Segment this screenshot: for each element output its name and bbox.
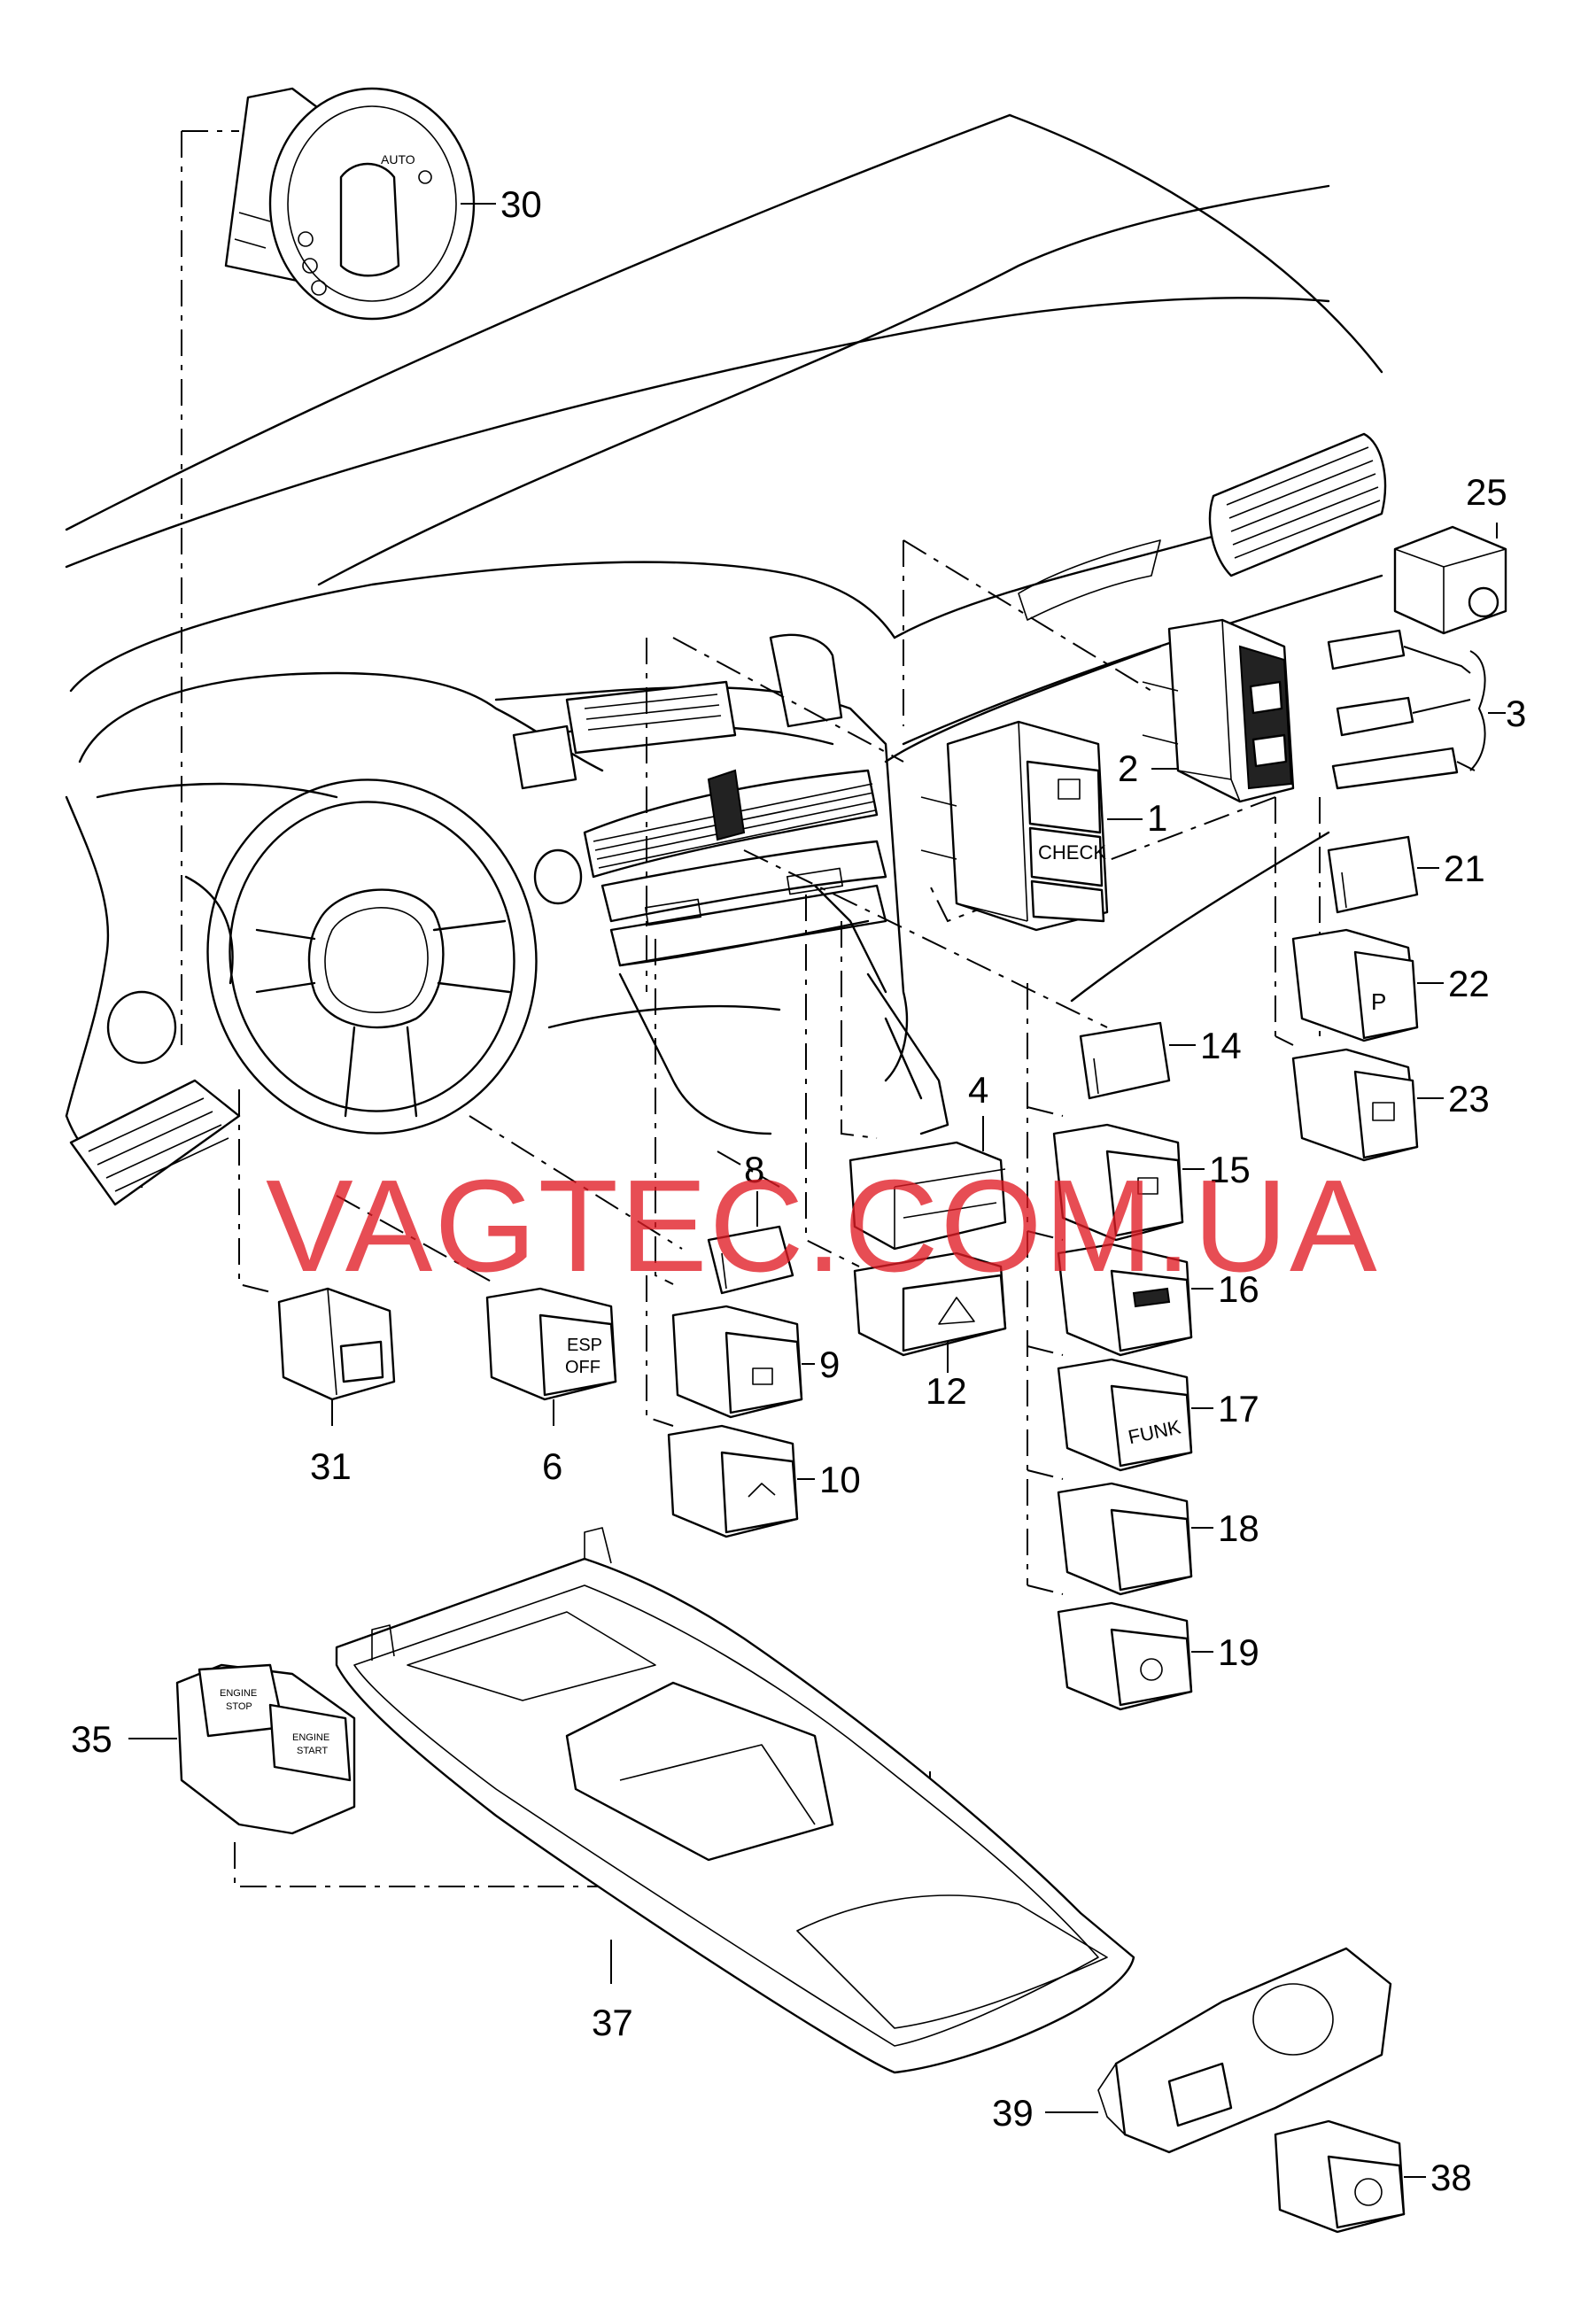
callout-22: 22: [1448, 963, 1490, 1004]
steering-wheel: [206, 779, 538, 1135]
callout-23: 23: [1448, 1078, 1490, 1119]
part-12-hazard-switch: [853, 1251, 1007, 1373]
callout-14: 14: [1200, 1025, 1242, 1066]
part-1-check-switch: CHECK: [920, 720, 1143, 932]
auto-label: AUTO: [381, 152, 415, 167]
part-4-switch: [848, 1116, 1007, 1251]
part-17-funk-switch: FUNK: [1057, 1358, 1213, 1472]
callout-labels: 30 25 3 2 1 21 22 23 14 4 8 15 16 17 18 …: [71, 183, 1526, 2198]
off-label: OFF: [565, 1358, 601, 1377]
callout-9: 9: [819, 1344, 840, 1385]
part-2-switch: [1142, 618, 1295, 803]
part-22-park-switch: P: [1291, 928, 1444, 1042]
callout-17: 17: [1218, 1388, 1259, 1429]
callout-3: 3: [1506, 693, 1526, 734]
part-8-blank: [707, 1191, 794, 1295]
part-21-blank: [1327, 835, 1439, 914]
callout-37: 37: [592, 2002, 633, 2043]
start-label: START: [297, 1746, 328, 1756]
part-14-blank: [1079, 1021, 1196, 1100]
callout-16: 16: [1218, 1268, 1259, 1310]
part-16-switch: [1057, 1243, 1213, 1357]
callout-18: 18: [1218, 1507, 1259, 1549]
esp-label: ESP: [567, 1336, 602, 1355]
callout-2: 2: [1118, 748, 1138, 789]
part-23-switch: [1291, 1048, 1444, 1162]
callout-10: 10: [819, 1459, 861, 1500]
callout-39: 39: [992, 2092, 1034, 2134]
part-37-center-console: [335, 1527, 1135, 2074]
callout-38: 38: [1430, 2157, 1472, 2198]
stop-label: STOP: [226, 1701, 252, 1712]
callout-30: 30: [500, 183, 542, 225]
engine-start-label: ENGINE: [292, 1732, 329, 1743]
callout-31: 31: [310, 1445, 352, 1487]
watermark: VAGTEC.COM.UA: [266, 1153, 1379, 1299]
part-31-switch: [277, 1287, 396, 1426]
part-10-switch: [667, 1424, 815, 1538]
callout-1: 1: [1147, 797, 1167, 839]
dashboard: [65, 113, 1387, 1206]
part-35-engine-start-stop: ENGINE STOP ENGINE START: [128, 1663, 356, 1835]
callout-25: 25: [1466, 471, 1507, 513]
part-6-esp-off-switch: ESP OFF: [485, 1287, 617, 1426]
callout-19: 19: [1218, 1631, 1259, 1673]
callout-6: 6: [542, 1445, 562, 1487]
assembly-lines: [181, 130, 1321, 1887]
part-9-switch: [671, 1305, 815, 1419]
callout-4: 4: [968, 1069, 988, 1111]
svg-text:P: P: [1371, 988, 1386, 1015]
part-3-blank-covers: [1327, 629, 1506, 790]
callout-8: 8: [744, 1149, 764, 1190]
part-19-switch: [1057, 1601, 1213, 1711]
callout-12: 12: [926, 1370, 967, 1412]
check-label: CHECK: [1038, 841, 1106, 864]
part-30-light-switch: AUTO: [224, 87, 496, 321]
part-39-shifter-panel: [1045, 1947, 1392, 2154]
engine-label: ENGINE: [220, 1688, 257, 1699]
callout-15: 15: [1209, 1149, 1251, 1190]
part-15-switch: [1052, 1123, 1205, 1242]
callout-21: 21: [1444, 848, 1485, 889]
callout-35: 35: [71, 1718, 112, 1760]
part-38-switch: [1274, 2119, 1426, 2234]
part-25-switch: [1393, 523, 1507, 635]
part-18-switch: [1057, 1482, 1213, 1596]
